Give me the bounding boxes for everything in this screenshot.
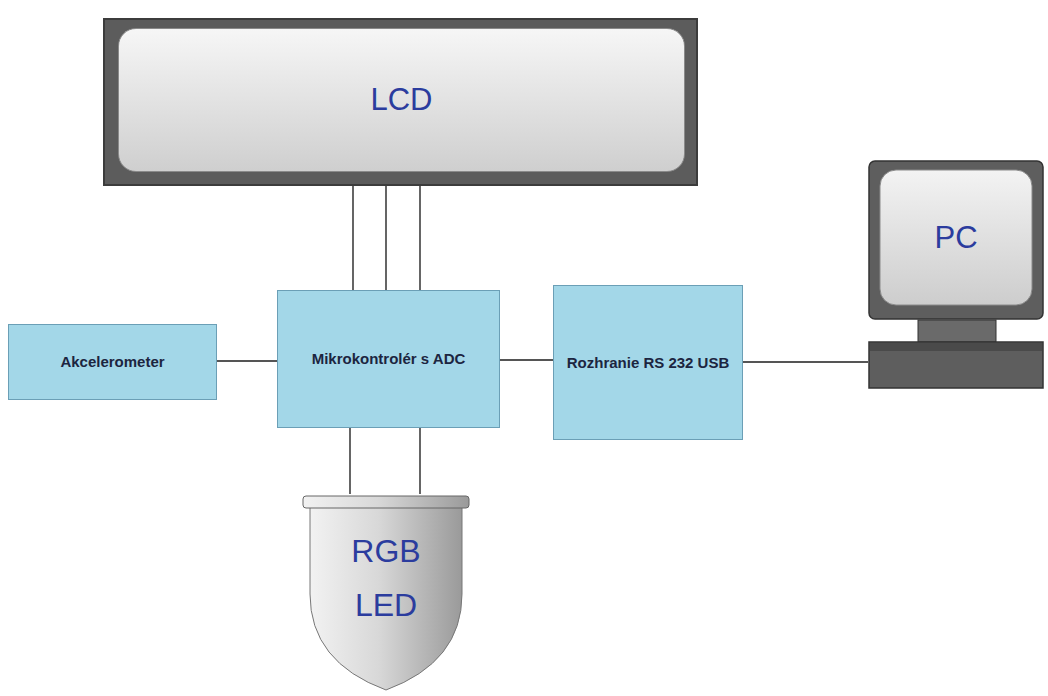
wire-connector (349, 428, 351, 494)
wire-connector (385, 186, 387, 290)
lcd-screen: LCD (118, 28, 685, 172)
lcd-display: LCD (103, 18, 698, 186)
monitor-screen: PC (880, 170, 1032, 305)
box-label: Mikrokontrolér s ADC (312, 349, 466, 369)
monitor-drawing (868, 160, 1044, 390)
wire-connector (217, 360, 277, 362)
wire-connector (500, 359, 553, 361)
interface-box: Rozhranie RS 232 USB (553, 285, 743, 440)
wire-connector (743, 361, 868, 363)
controller-box: Mikrokontrolér s ADC (277, 290, 500, 428)
wire-connector (352, 186, 354, 290)
computer-monitor: PC (868, 160, 1044, 390)
wire-connector (419, 428, 421, 494)
figure-label: PC (934, 220, 977, 256)
sensor-box: Akcelerometer (8, 324, 217, 400)
figure-label: LCD (370, 82, 432, 118)
led-lamp: RGB LED (300, 494, 472, 692)
box-label: Akcelerometer (60, 352, 164, 372)
box-label: Rozhranie RS 232 USB (567, 353, 730, 373)
wire-connector (419, 186, 421, 290)
figure-label: RGB LED (336, 524, 436, 632)
